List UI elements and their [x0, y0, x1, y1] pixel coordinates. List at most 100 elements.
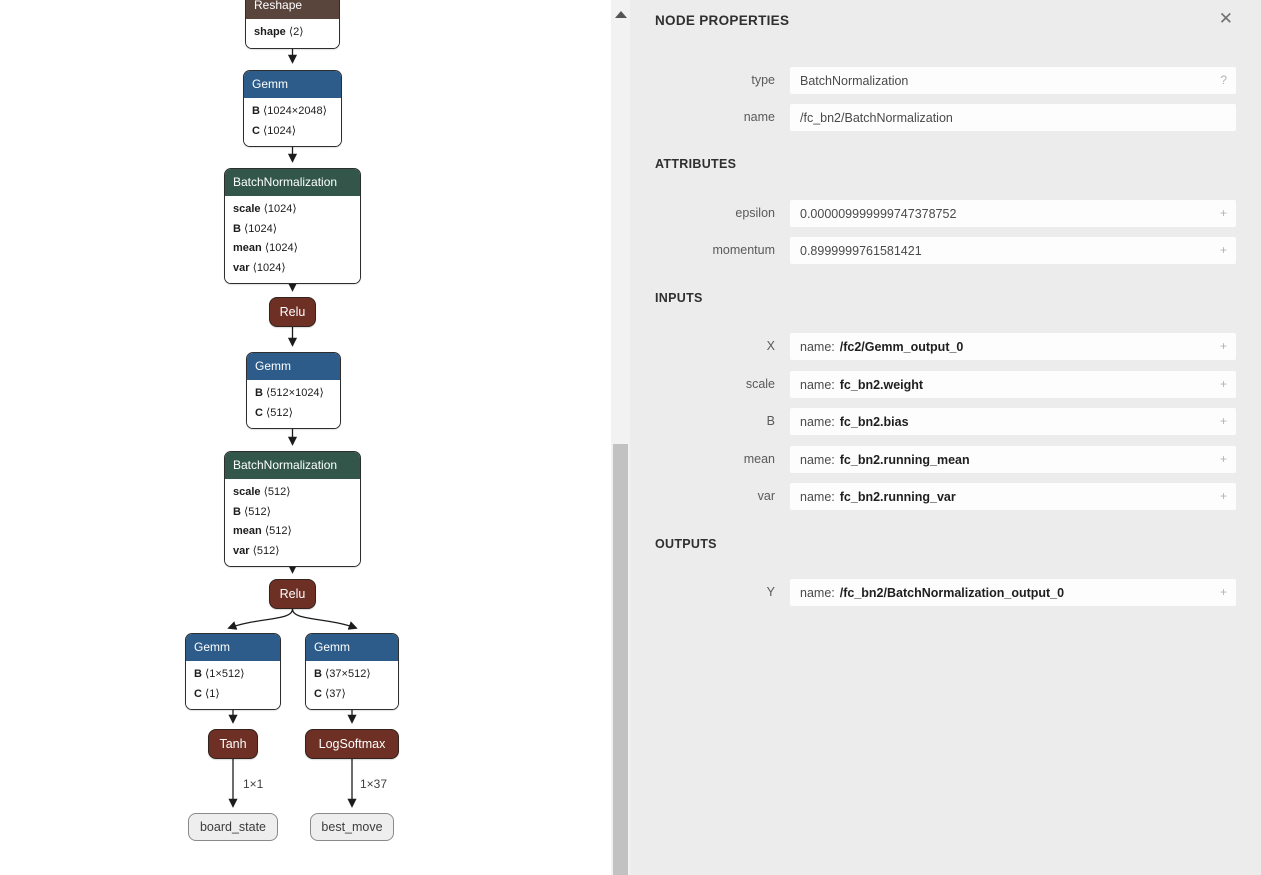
attr-key: B: [233, 505, 241, 518]
node-relu-2-title: Relu: [279, 587, 306, 601]
attr-key: var: [233, 261, 250, 274]
epsilon-value: 0.000009999999747378752: [800, 206, 957, 221]
attr-key: scale: [233, 203, 261, 215]
output-best-move-label: best_move: [321, 820, 383, 834]
attr-key: C: [255, 406, 263, 419]
output-y-field[interactable]: name: /fc_bn2/BatchNormalization_output_…: [790, 579, 1236, 606]
node-gemm-4-body: B ⟨37×512⟩ C ⟨37⟩: [306, 661, 398, 709]
input-x-field[interactable]: name: /fc2/Gemm_output_0 +: [790, 333, 1236, 360]
graph-scrollbar[interactable]: [611, 0, 630, 875]
attr-value: ⟨1024⟩: [263, 124, 297, 137]
node-reshape-title: Reshape: [246, 0, 339, 19]
input-scale-expand-button[interactable]: +: [1219, 377, 1227, 391]
attr-key: mean: [233, 242, 262, 254]
inputs-heading: INPUTS: [655, 291, 703, 305]
node-batchnorm-1[interactable]: BatchNormalization scale ⟨1024⟩ B ⟨1024⟩…: [224, 168, 361, 284]
node-gemm-1[interactable]: Gemm B ⟨1024×2048⟩ C ⟨1024⟩: [243, 70, 342, 147]
input-var-expand-button[interactable]: +: [1219, 489, 1227, 503]
attr-value: ⟨512⟩: [266, 406, 293, 419]
input-b-expand-button[interactable]: +: [1219, 414, 1227, 428]
attr-value: ⟨512×1024⟩: [266, 387, 324, 399]
node-relu-1-title: Relu: [279, 305, 306, 319]
attr-key: C: [194, 687, 202, 700]
output-board-state-label: board_state: [199, 820, 267, 834]
edge-shape-label: 1×37: [360, 777, 388, 791]
node-batchnorm-2[interactable]: BatchNormalization scale ⟨512⟩ B ⟨512⟩ m…: [224, 451, 361, 567]
field-label-mean: mean: [743, 452, 775, 466]
node-gemm-4[interactable]: Gemm B ⟨37×512⟩ C ⟨37⟩: [305, 633, 399, 710]
node-relu-2[interactable]: Relu: [269, 579, 316, 609]
epsilon-field[interactable]: 0.000009999999747378752 +: [790, 200, 1236, 227]
attr-key: var: [233, 544, 250, 557]
name-prefix: name:: [800, 414, 835, 429]
attr-key: B: [194, 668, 202, 680]
attr-value: ⟨37⟩: [325, 687, 346, 700]
node-logsoftmax[interactable]: LogSoftmax: [305, 729, 399, 759]
input-mean-field[interactable]: name: fc_bn2.running_mean +: [790, 446, 1236, 473]
attr-value: ⟨512⟩: [263, 486, 291, 498]
input-x-value: /fc2/Gemm_output_0: [839, 339, 964, 354]
type-help-button[interactable]: ?: [1220, 73, 1227, 87]
momentum-value: 0.8999999761581421: [800, 243, 922, 258]
name-field[interactable]: /fc_bn2/BatchNormalization: [790, 104, 1236, 131]
output-y-expand-button[interactable]: +: [1219, 585, 1227, 599]
momentum-expand-button[interactable]: +: [1219, 243, 1227, 257]
input-b-value: fc_bn2.bias: [839, 414, 909, 429]
attr-key: mean: [233, 525, 262, 537]
field-label-type: type: [751, 73, 775, 87]
node-tanh[interactable]: Tanh: [208, 729, 258, 759]
epsilon-expand-button[interactable]: +: [1219, 206, 1227, 220]
attr-value: ⟨512⟩: [244, 505, 271, 518]
field-label-scale: scale: [745, 377, 775, 391]
edge-shape-label: 1×1: [243, 777, 264, 791]
node-gemm-2-title: Gemm: [247, 353, 340, 380]
edge: [227, 608, 294, 630]
output-node-best-move[interactable]: best_move: [310, 813, 394, 841]
name-value: /fc_bn2/BatchNormalization: [800, 110, 953, 125]
edge: [291, 608, 358, 630]
node-batchnorm-1-title: BatchNormalization: [225, 169, 360, 196]
scrollbar-thumb[interactable]: [613, 444, 628, 875]
node-batchnorm-1-body: scale ⟨1024⟩ B ⟨1024⟩ mean ⟨1024⟩ var ⟨1…: [225, 196, 360, 283]
input-var-field[interactable]: name: fc_bn2.running_var +: [790, 483, 1236, 510]
node-tanh-title: Tanh: [219, 737, 247, 751]
node-reshape[interactable]: Reshape shape ⟨2⟩: [245, 0, 340, 49]
node-gemm-2[interactable]: Gemm B ⟨512×1024⟩ C ⟨512⟩: [246, 352, 341, 429]
node-gemm-4-title: Gemm: [306, 634, 398, 661]
input-scale-field[interactable]: name: fc_bn2.weight +: [790, 371, 1236, 398]
attr-value: ⟨1024⟩: [252, 261, 286, 274]
attr-value: ⟨1024⟩: [263, 203, 297, 215]
panel-title: NODE PROPERTIES: [655, 13, 790, 28]
node-logsoftmax-title: LogSoftmax: [318, 737, 386, 751]
attributes-heading: ATTRIBUTES: [655, 157, 737, 171]
attr-key: shape: [254, 26, 286, 38]
node-batchnorm-2-body: scale ⟨512⟩ B ⟨512⟩ mean ⟨512⟩ var ⟨512⟩: [225, 479, 360, 566]
attr-key: C: [252, 124, 260, 137]
scroll-up-icon[interactable]: [615, 11, 627, 18]
name-prefix: name:: [800, 377, 835, 392]
attr-key: B: [314, 668, 322, 680]
output-node-board-state[interactable]: board_state: [188, 813, 278, 841]
field-label-b: B: [766, 414, 775, 428]
field-label-var: var: [757, 489, 775, 503]
node-gemm-1-body: B ⟨1024×2048⟩ C ⟨1024⟩: [244, 98, 341, 146]
close-icon[interactable]: ✕: [1218, 9, 1233, 28]
node-gemm-1-title: Gemm: [244, 71, 341, 98]
attr-key: scale: [233, 486, 261, 498]
momentum-field[interactable]: 0.8999999761581421 +: [790, 237, 1236, 264]
input-scale-value: fc_bn2.weight: [839, 377, 924, 392]
attr-value: ⟨37×512⟩: [325, 668, 371, 680]
input-mean-expand-button[interactable]: +: [1219, 452, 1227, 466]
field-label-epsilon: epsilon: [735, 206, 775, 220]
type-field[interactable]: BatchNormalization ?: [790, 67, 1236, 94]
field-label-name: name: [743, 110, 775, 124]
node-relu-1[interactable]: Relu: [269, 297, 316, 327]
node-gemm-3-body: B ⟨1×512⟩ C ⟨1⟩: [186, 661, 280, 709]
type-value: BatchNormalization: [800, 73, 909, 88]
input-b-field[interactable]: name: fc_bn2.bias +: [790, 408, 1236, 435]
input-x-expand-button[interactable]: +: [1219, 339, 1227, 353]
model-graph-canvas[interactable]: Reshape shape ⟨2⟩ Gemm B ⟨1024×2048⟩ C ⟨…: [0, 0, 611, 875]
attr-key: C: [314, 687, 322, 700]
input-mean-value: fc_bn2.running_mean: [839, 452, 970, 467]
node-gemm-3[interactable]: Gemm B ⟨1×512⟩ C ⟨1⟩: [185, 633, 281, 710]
